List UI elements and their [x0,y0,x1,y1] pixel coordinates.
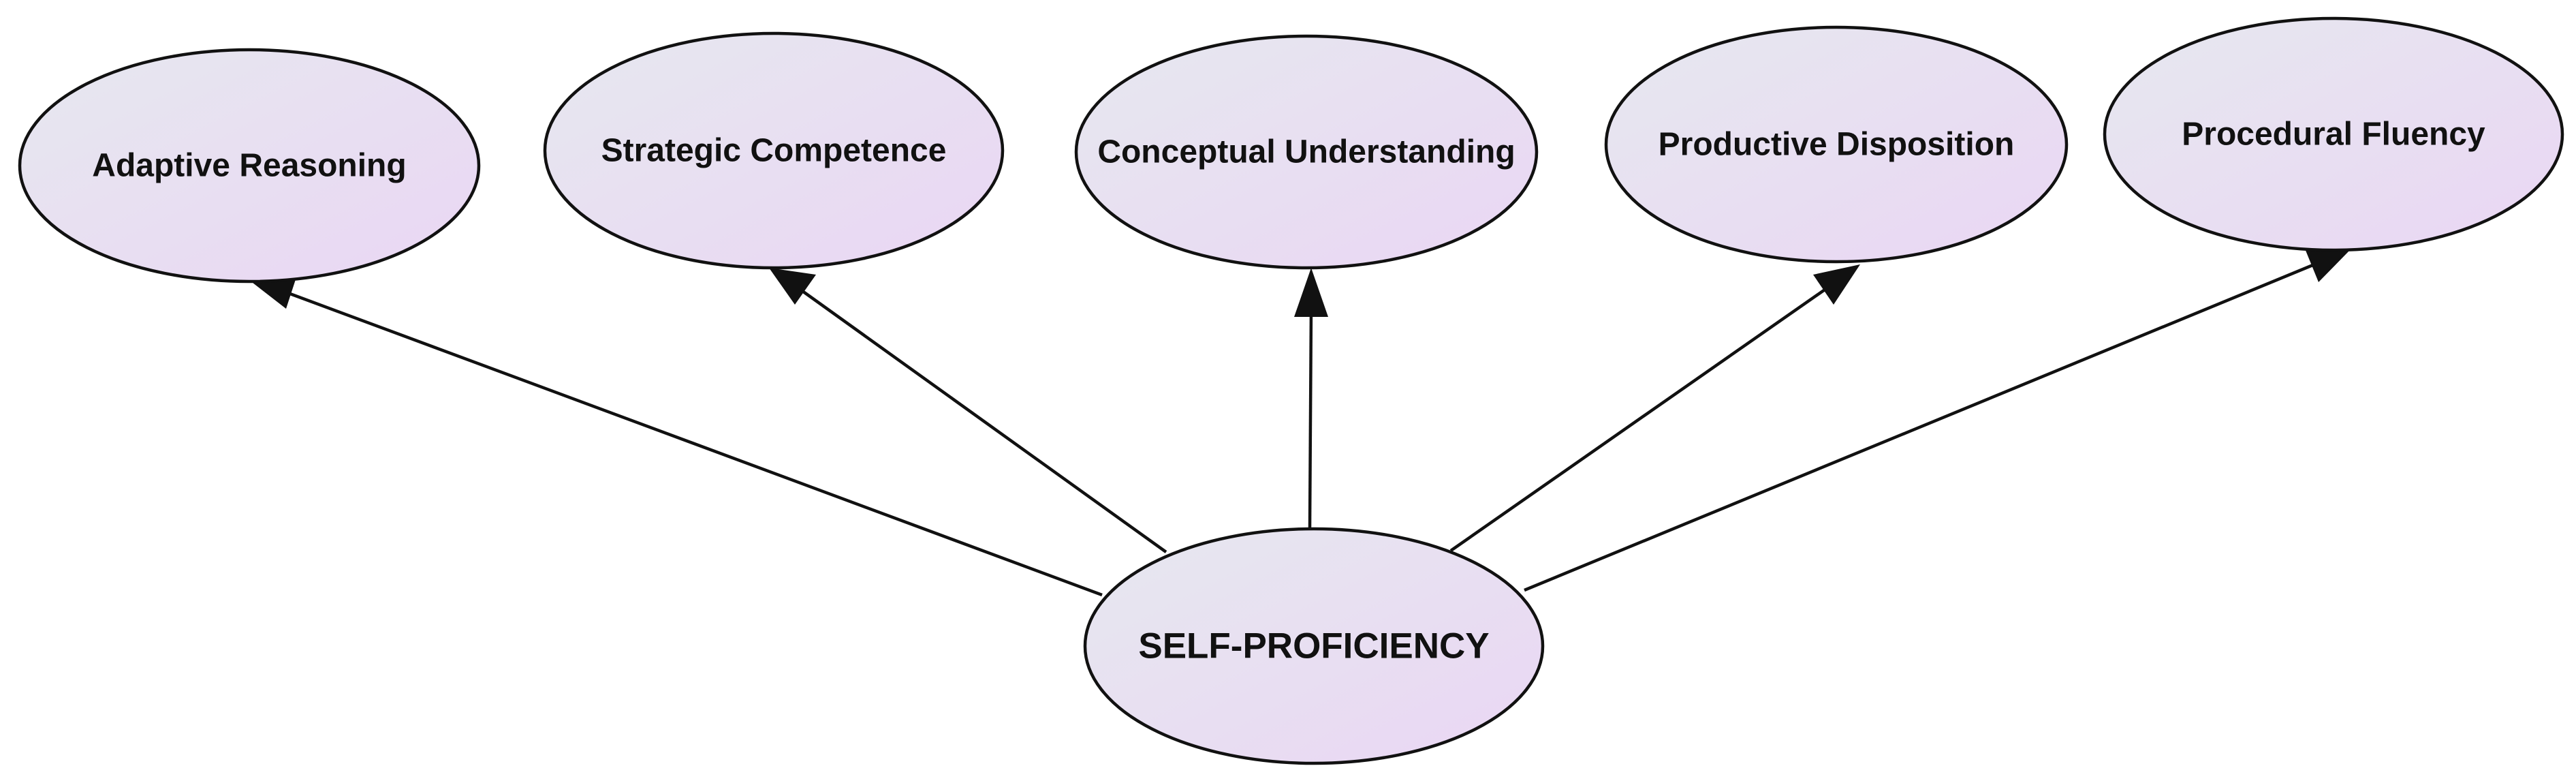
node-adaptive-reasoning: Adaptive Reasoning [18,48,481,284]
edge-to-strategic-competence [769,268,1167,553]
node-label: Adaptive Reasoning [92,148,406,184]
node-label: Productive Disposition [1659,127,2015,163]
edge-to-productive-disposition [1449,264,1860,552]
node-label: Procedural Fluency [2182,117,2485,153]
node-procedural-fluency: Procedural Fluency [2103,16,2564,252]
arrowhead-icon [2305,249,2351,282]
node-self-proficiency: SELF-PROFICIENCY [1083,527,1545,765]
arrowhead-icon [1294,268,1328,317]
arrowhead-icon [1813,264,1860,305]
node-strategic-competence: Strategic Competence [543,31,1005,270]
node-conceptual-understanding: Conceptual Understanding [1074,34,1539,270]
node-productive-disposition: Productive Disposition [1604,25,2069,264]
edge-to-conceptual-understanding [1294,268,1328,529]
node-label: Strategic Competence [601,133,947,169]
arrowhead-icon [769,268,816,305]
root-node-label: SELF-PROFICIENCY [1138,626,1489,667]
edge-to-adaptive-reasoning [247,275,1103,597]
edges-group [247,249,2351,597]
edge-to-procedural-fluency [1524,249,2351,592]
node-label: Conceptual Understanding [1097,134,1515,170]
arrowhead-icon [247,275,297,309]
